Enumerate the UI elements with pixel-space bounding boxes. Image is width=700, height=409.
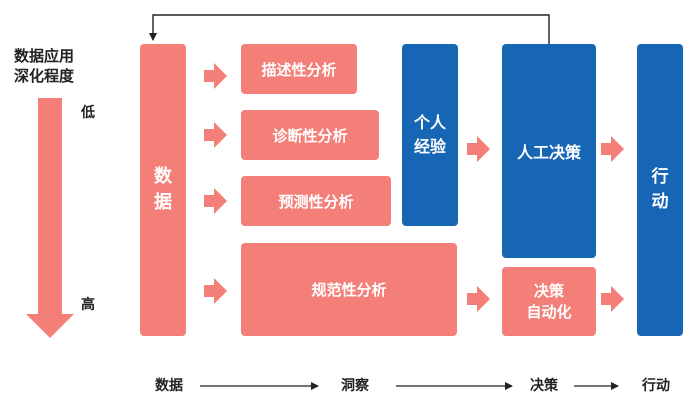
diagnostic-analysis-label: 诊断性分析 <box>272 126 348 145</box>
arrow-right-icon <box>467 286 490 312</box>
arrow-right-icon <box>204 63 227 89</box>
arrow-right-icon <box>467 136 490 162</box>
arrow-right-icon <box>601 136 624 162</box>
manual-decision-box: 人工决策 <box>502 44 596 258</box>
flow-step-decision: 决策 <box>530 378 558 394</box>
descriptive-analysis-label: 描述性分析 <box>261 60 337 79</box>
predictive-analysis-box: 预测性分析 <box>241 176 391 226</box>
data-column-char1: 数 <box>154 166 172 187</box>
data-column: 数 据 <box>140 44 186 336</box>
flow-step-action: 行动 <box>642 378 670 394</box>
diagnostic-analysis-box: 诊断性分析 <box>241 110 379 160</box>
depth-label-line1: 数据应用 <box>14 47 75 65</box>
flow-step-data: 数据 <box>155 378 183 394</box>
data-column-char2: 据 <box>154 192 172 213</box>
action-column-char2: 动 <box>651 192 669 212</box>
prescriptive-analysis-box: 规范性分析 <box>241 243 457 336</box>
decision-automation-line1: 决策 <box>533 281 564 300</box>
personal-experience-box: 个人 经验 <box>402 44 458 226</box>
arrow-right-icon <box>601 286 624 312</box>
predictive-analysis-label: 预测性分析 <box>278 192 354 211</box>
descriptive-analysis-box: 描述性分析 <box>241 44 357 94</box>
depth-high-label: 高 <box>81 297 95 313</box>
arrow-right-icon <box>204 122 227 148</box>
prescriptive-analysis-label: 规范性分析 <box>311 281 387 299</box>
action-column: 行 动 <box>637 44 683 336</box>
feedback-line <box>149 14 550 46</box>
decision-automation-line2: 自动化 <box>526 302 572 321</box>
flow-step-insight: 洞察 <box>341 378 369 394</box>
manual-decision-label: 人工决策 <box>516 143 581 162</box>
arrow-right-icon <box>204 188 227 214</box>
depth-low-label: 低 <box>81 105 95 121</box>
depth-label-line2: 深化程度 <box>14 67 75 85</box>
decision-automation-box: 决策 自动化 <box>502 267 596 336</box>
depth-label: 数据应用 深化程度 <box>14 46 74 86</box>
personal-experience-line2: 经验 <box>413 137 446 156</box>
depth-down-arrow <box>26 98 74 338</box>
arrow-right-icon <box>204 278 227 304</box>
action-column-char1: 行 <box>651 167 669 187</box>
personal-experience-line1: 个人 <box>413 113 446 132</box>
